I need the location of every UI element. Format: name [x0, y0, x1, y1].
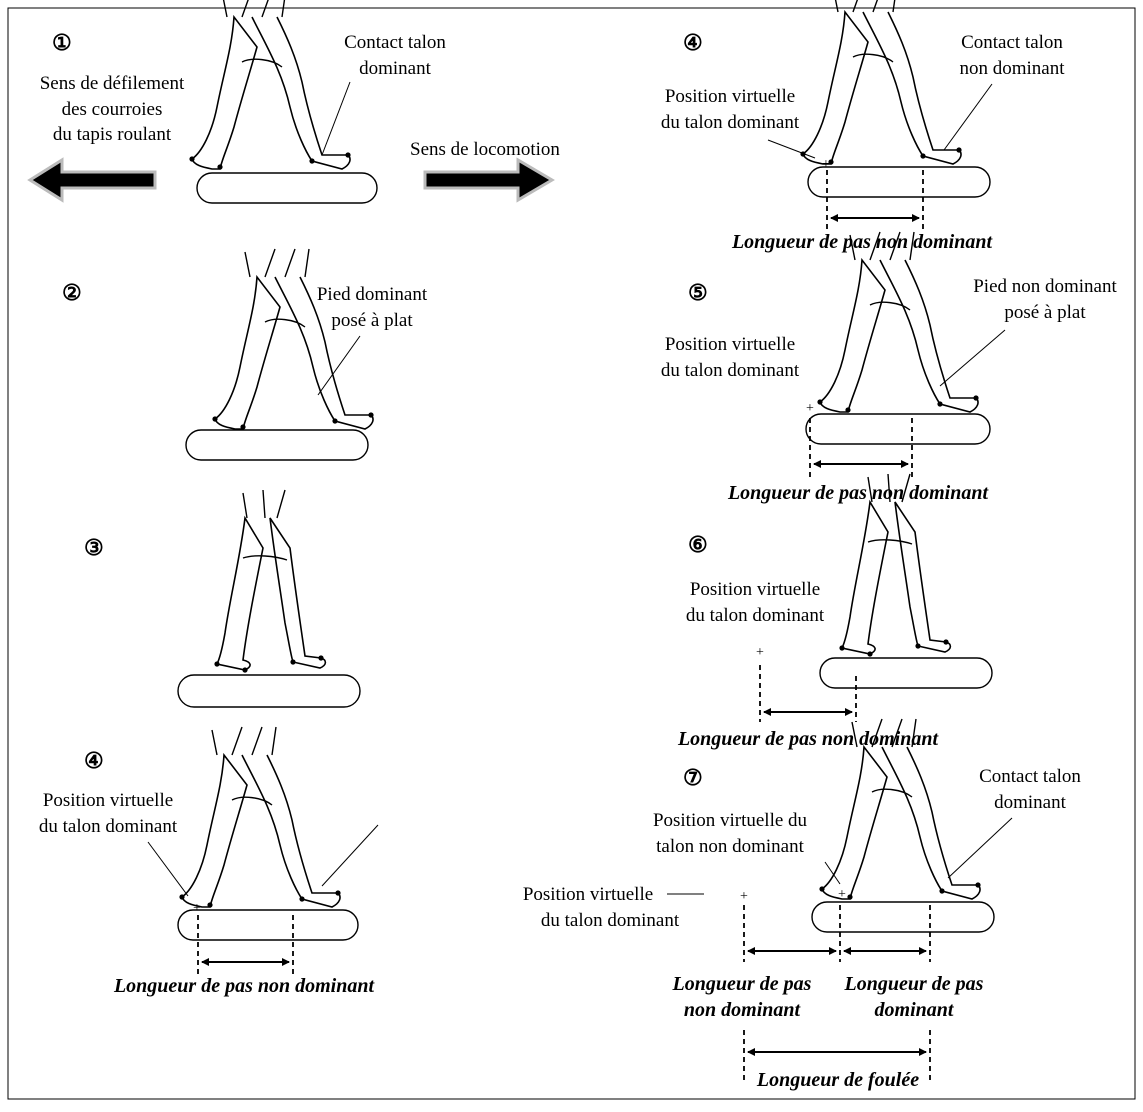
panel-6: ⑥ Position virtuelle du talon dominant +…: [677, 473, 993, 750]
virtual-nd-label-1: Position virtuelle du: [653, 810, 808, 831]
treadmill-belt: [811, 901, 995, 933]
leader-line: [947, 817, 1013, 879]
virtual-heel-marker-icon: +: [740, 889, 748, 904]
step-d-label-1: Longueur de pas: [844, 973, 984, 995]
virtual-heel-marker-icon: +: [806, 401, 814, 416]
treadmill-belt: [819, 657, 993, 689]
leader-line: [321, 824, 379, 887]
panel-4-left-number: ④: [84, 748, 104, 773]
leader-line: [943, 83, 993, 151]
virtual-position-label-2: du talon dominant: [661, 360, 800, 381]
virtual-d-label-2: du talon dominant: [541, 910, 680, 931]
stride-length-label: Longueur de foulée: [756, 1069, 919, 1091]
panel-3-number: ③: [84, 535, 104, 560]
treadmill-belt: [177, 674, 361, 708]
step-nd-label-2: non dominant: [684, 999, 802, 1021]
heel-contact-label-1: Contact talon: [979, 766, 1081, 787]
locomotion-direction-label: Sens de locomotion: [410, 139, 560, 160]
step-nd-label-1: Longueur de pas: [672, 973, 812, 995]
virtual-nd-label-2: talon non dominant: [656, 836, 804, 857]
belt-direction-arrow-icon: [27, 157, 157, 203]
step-length-label: Longueur de pas non dominant: [731, 231, 994, 253]
panel-7-number: ⑦: [683, 765, 703, 790]
step-length-label: Longueur de pas non dominant: [677, 728, 940, 750]
treadmill-belt: [177, 909, 359, 941]
leader-line: [939, 329, 1006, 387]
virtual-position-label-1: Position virtuelle: [665, 334, 795, 355]
leader-line: [824, 861, 841, 885]
walker-legs: [816, 231, 980, 414]
treadmill-belt: [805, 413, 991, 445]
leader-line: [147, 841, 189, 897]
walker-legs: [211, 248, 375, 431]
leader-line: [317, 335, 361, 396]
panel-4-left: ④ Position virtuelle du talon dominant +…: [39, 726, 379, 997]
foot-flat-label-1: Pied dominant: [317, 284, 428, 305]
heel-contact-label-2: dominant: [359, 58, 431, 79]
foot-flat-label-2: posé à plat: [1004, 302, 1086, 323]
panel-5-number: ⑤: [688, 280, 708, 305]
leader-line: [321, 81, 351, 156]
walker-legs: [178, 726, 342, 909]
virtual-position-label-2: du talon dominant: [686, 605, 825, 626]
step-d-label-2: dominant: [875, 999, 955, 1021]
virtual-heel-marker-icon: +: [193, 901, 201, 916]
panel-7: ⑦ Contact talon dominant Position virtue…: [523, 718, 1081, 1091]
walker-legs: [213, 489, 327, 674]
panel-3: ③: [84, 489, 361, 708]
panel-2: ② Pied dominant posé à plat: [62, 248, 428, 461]
panel-5: ⑤ Pied non dominant posé à plat Position…: [661, 231, 1117, 504]
foot-flat-label-2: posé à plat: [331, 310, 413, 331]
step-length-label: Longueur de pas non dominant: [727, 482, 990, 504]
virtual-position-label-1: Position virtuelle: [43, 790, 173, 811]
panel-4-right-number: ④: [683, 30, 703, 55]
heel-contact-label-1: Contact talon: [961, 32, 1063, 53]
belt-direction-label-1: Sens de défilement: [40, 73, 185, 94]
panel-1: ① Sens de défilement des courroies du ta…: [27, 0, 560, 204]
belt-direction-label-2: des courroies: [62, 99, 163, 120]
virtual-position-label-1: Position virtuelle: [690, 579, 820, 600]
treadmill-belt: [807, 166, 991, 198]
panel-2-number: ②: [62, 280, 82, 305]
heel-contact-label-1: Contact talon: [344, 32, 446, 53]
walker-legs: [799, 0, 963, 166]
panel-4-right: ④ Contact talon non dominant Position vi…: [661, 0, 1065, 253]
virtual-position-label-2: du talon dominant: [661, 112, 800, 133]
panel-6-number: ⑥: [688, 532, 708, 557]
panel-1-number: ①: [52, 30, 72, 55]
virtual-heel-marker-icon: +: [756, 645, 764, 660]
step-length-label: Longueur de pas non dominant: [113, 975, 376, 997]
virtual-position-label-1: Position virtuelle: [665, 86, 795, 107]
heel-contact-label-2: dominant: [994, 792, 1066, 813]
locomotion-arrow-icon: [423, 157, 555, 203]
virtual-heel-marker-icon: +: [838, 887, 846, 902]
treadmill-belt: [185, 429, 369, 461]
diagram-border: [7, 7, 1136, 1100]
belt-direction-label-3: du tapis roulant: [53, 124, 172, 145]
foot-flat-label-1: Pied non dominant: [973, 276, 1117, 297]
leader-line: [767, 139, 816, 159]
virtual-position-label-2: du talon dominant: [39, 816, 178, 837]
virtual-d-label-1: Position virtuelle: [523, 884, 653, 905]
treadmill-belt: [196, 172, 378, 204]
heel-contact-label-2: non dominant: [959, 58, 1065, 79]
